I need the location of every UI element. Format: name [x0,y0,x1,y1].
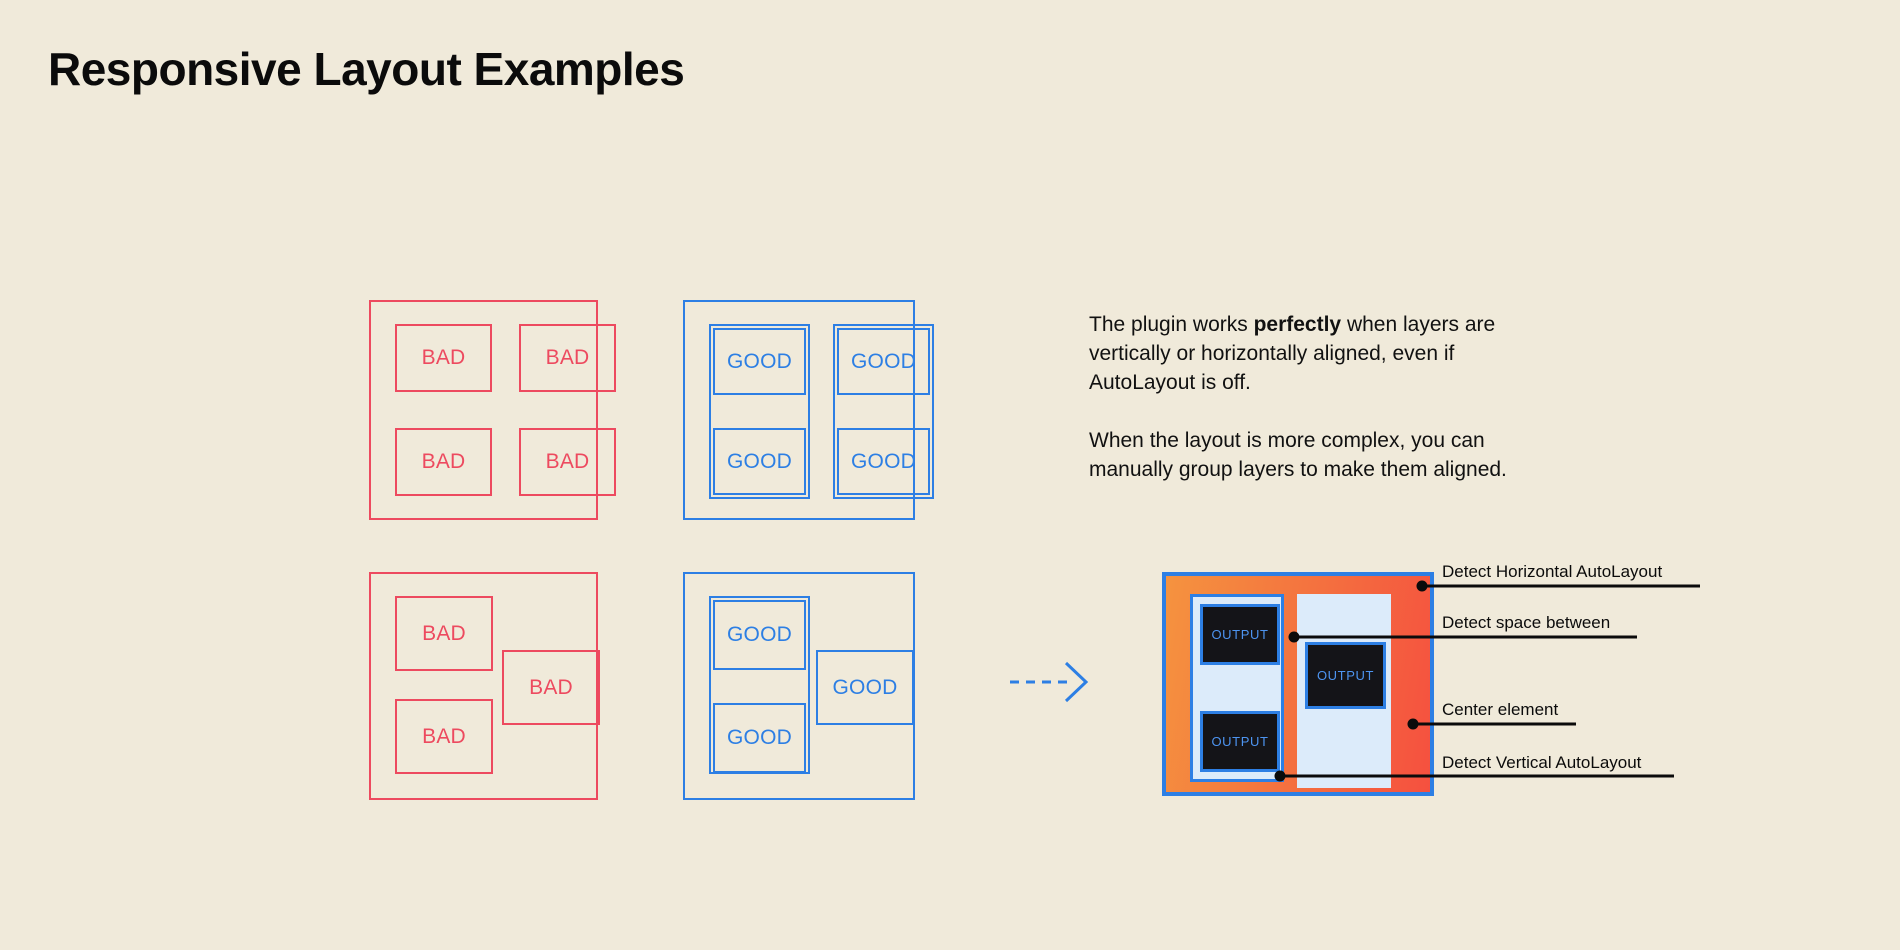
example-panel-bad-grid: BAD BAD BAD BAD [369,300,616,520]
example-cell: BAD [395,699,493,774]
group-frame [709,324,810,499]
output-box: OUTPUT [1200,711,1280,772]
example-cell: GOOD [816,650,914,725]
annotation-label-detect-horizontal-autolayout: Detect Horizontal AutoLayout [1442,562,1663,581]
example-cell: BAD [502,650,600,725]
example-cell: BAD [519,324,616,392]
paragraph-1-emphasis: perfectly [1253,313,1342,336]
left-group-frame: OUTPUT OUTPUT [1190,594,1284,782]
group-frame [833,324,934,499]
example-cell: GOOD [713,703,806,773]
example-cell: GOOD [713,328,806,395]
annotation-label-detect-vertical-autolayout: Detect Vertical AutoLayout [1442,753,1642,772]
example-panel-good-grid: GOOD GOOD GOOD GOOD [683,300,934,520]
page-title: Responsive Layout Examples [48,43,685,95]
example-cell: BAD [395,428,492,496]
example-cell: BAD [519,428,616,496]
example-cell: GOOD [713,428,806,495]
example-panel-bad-complex: BAD BAD BAD [369,572,600,800]
example-cell: GOOD [837,428,930,495]
annotation-label-center-element: Center element [1442,700,1559,719]
dashed-arrow-right-icon [1010,660,1090,704]
description-paragraph-1: The plugin works perfectly when layers a… [1089,310,1549,397]
example-cell: GOOD [713,600,806,670]
output-box: OUTPUT [1305,642,1386,709]
example-cell: BAD [395,596,493,671]
group-frame [709,596,810,774]
annotation-label-detect-space-between: Detect space between [1442,613,1611,632]
result-diagram: OUTPUT OUTPUT OUTPUT [1162,572,1434,796]
output-box: OUTPUT [1200,604,1280,665]
paragraph-1-lead: The plugin works [1089,313,1254,336]
right-column-frame: OUTPUT [1297,594,1391,788]
paragraph-1-tail: when layers are vertically or horizontal… [1089,313,1496,394]
description-paragraph-2: When the layout is more complex, you can… [1089,429,1507,481]
example-panel-good-complex: GOOD GOOD GOOD [683,572,915,800]
description-text: The plugin works perfectly when layers a… [1089,310,1549,484]
example-cell: BAD [395,324,492,392]
example-cell: GOOD [837,328,930,395]
